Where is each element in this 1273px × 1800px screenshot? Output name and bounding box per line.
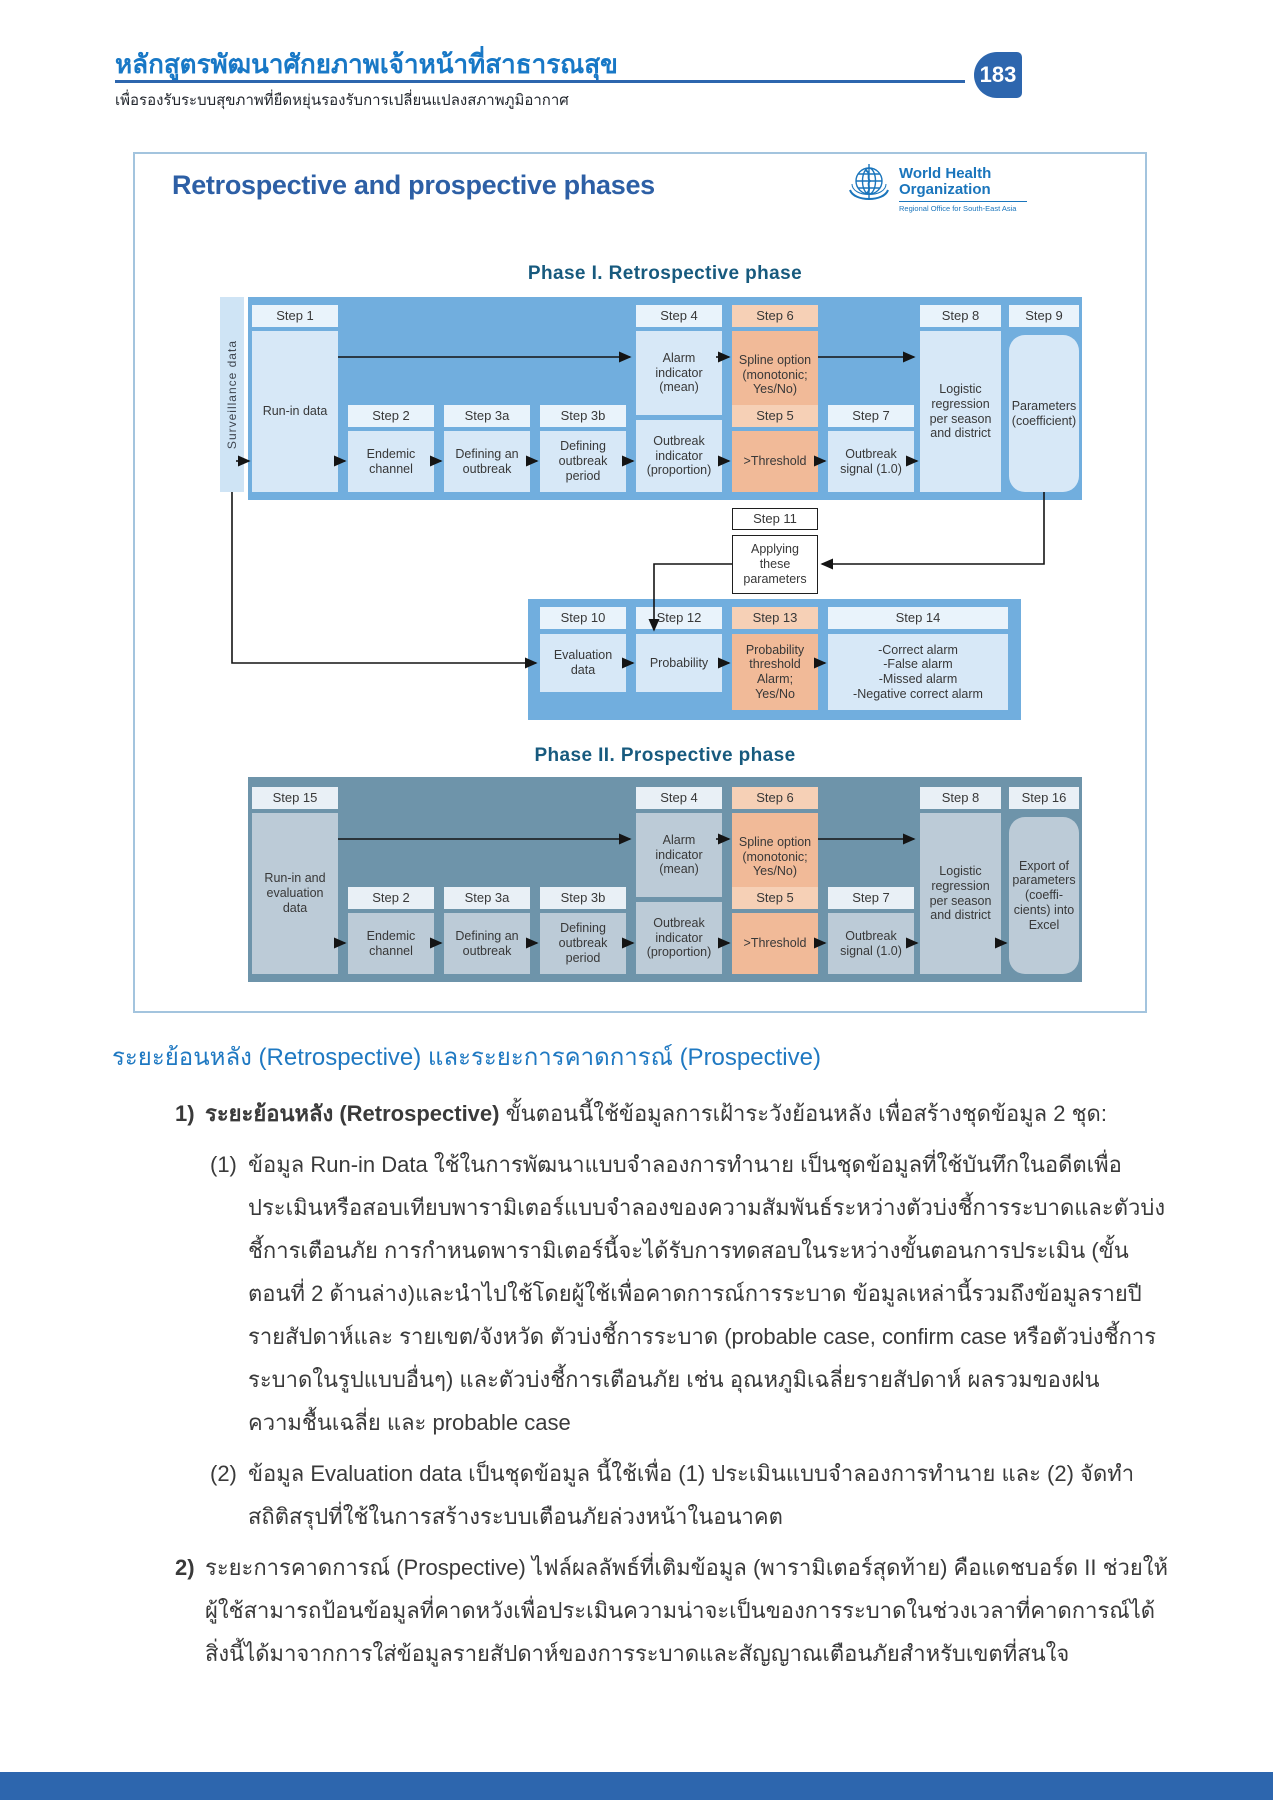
page-subtitle: เพื่อรองรับระบบสุขภาพที่ยืดหยุ่นรองรับกา… xyxy=(115,92,569,109)
surveillance-data-label: Surveillance data xyxy=(225,339,239,450)
item1-text: ระยะย้อนหลัง (Retrospective) ขั้นตอนนี้ใ… xyxy=(205,1092,1170,1135)
p2-outbreak-signal-box: Outbreak signal (1.0) xyxy=(828,913,914,974)
who-logo-block: World Health Organization Regional Offic… xyxy=(845,160,1027,213)
list-item-2: 2) ระยะการคาดการณ์ (Prospective) ไฟล์ผลล… xyxy=(112,1546,1170,1675)
who-name-line2: Organization xyxy=(899,181,991,198)
step16-header: Step 16 xyxy=(1009,787,1079,809)
probability-threshold-box: Probability threshold Alarm; Yes/No xyxy=(732,634,818,710)
footer-bar xyxy=(0,1772,1273,1800)
p2-defining-outbreak-period-box: Defining outbreak period xyxy=(540,913,626,974)
threshold-box: >Threshold xyxy=(732,431,818,492)
phase2-heading: Phase II. Prospective phase xyxy=(534,745,796,766)
p2-step6-header: Step 6 xyxy=(732,787,818,809)
list-item-1: 1) ระยะย้อนหลัง (Retrospective) ขั้นตอนน… xyxy=(112,1092,1170,1135)
step10-header: Step 10 xyxy=(540,607,626,629)
subitem2-text: ข้อมูล Evaluation data เป็นชุดข้อมูล นี้… xyxy=(248,1461,1135,1529)
endemic-channel-box: Endemic channel xyxy=(348,431,434,492)
p2-step3b-header: Step 3b xyxy=(540,887,626,909)
subitem2-number: (2) xyxy=(210,1461,237,1486)
who-office-label: Regional Office for South-East Asia xyxy=(899,204,1017,213)
list-subitem-2: (2) ข้อมูล Evaluation data เป็นชุดข้อมูล… xyxy=(112,1452,1170,1538)
figure-title: Retrospective and prospective phases xyxy=(172,170,655,200)
page-title: หลักสูตรพัฒนาศักยภาพเจ้าหน้าที่สาธารณสุข xyxy=(115,49,618,79)
applying-parameters-box: Applying these parameters xyxy=(732,535,818,594)
step5-header: Step 5 xyxy=(732,405,818,427)
alarm-outcomes-box: -Correct alarm -False alarm -Missed alar… xyxy=(828,634,1008,710)
step15-header: Step 15 xyxy=(252,787,338,809)
surveillance-data-column: Surveillance data xyxy=(220,297,244,492)
who-divider xyxy=(899,201,1027,202)
p2-step3a-header: Step 3a xyxy=(444,887,530,909)
parameters-box: Parameters (coefficient) xyxy=(1009,335,1079,492)
step3b-header: Step 3b xyxy=(540,405,626,427)
p2-step2-header: Step 2 xyxy=(348,887,434,909)
defining-outbreak-period-box: Defining outbreak period xyxy=(540,431,626,492)
step8-header: Step 8 xyxy=(920,305,1001,327)
item2-text: ระยะการคาดการณ์ (Prospective) ไฟล์ผลลัพธ… xyxy=(205,1555,1169,1666)
step6-header: Step 6 xyxy=(732,305,818,327)
export-parameters-box: Export of parameters (coeffi- cients) in… xyxy=(1009,817,1079,974)
logistic-regression-box: Logistic regression per season and distr… xyxy=(920,331,1001,492)
subitem1-text: ข้อมูล Run-in Data ใช้ในการพัฒนาแบบจำลอง… xyxy=(248,1152,1166,1435)
alarm-indicator-box: Alarm indicator (mean) xyxy=(636,331,722,415)
step12-header: Step 12 xyxy=(636,607,722,629)
step13-header: Step 13 xyxy=(732,607,818,629)
defining-outbreak-box: Defining an outbreak xyxy=(444,431,530,492)
p2-alarm-indicator-box: Alarm indicator (mean) xyxy=(636,813,722,897)
figure-frame: Retrospective and prospective phases Wor… xyxy=(133,152,1147,1013)
item1-lead: ระยะย้อนหลัง (Retrospective) xyxy=(205,1101,506,1126)
item2-number: 2) xyxy=(175,1555,195,1580)
page-number-badge: 183 xyxy=(974,52,1022,98)
p2-step7-header: Step 7 xyxy=(828,887,914,909)
p2-logistic-regression-box: Logistic regression per season and distr… xyxy=(920,813,1001,974)
spline-option-box: Spline option (monotonic; Yes/No) xyxy=(732,331,818,419)
outbreak-indicator-box: Outbreak indicator (proportion) xyxy=(636,420,722,492)
p2-defining-outbreak-box: Defining an outbreak xyxy=(444,913,530,974)
p2-outbreak-indicator-box: Outbreak indicator (proportion) xyxy=(636,902,722,974)
step14-header: Step 14 xyxy=(828,607,1008,629)
step9-header: Step 9 xyxy=(1009,305,1079,327)
run-in-data-box: Run-in data xyxy=(252,331,338,492)
list-subitem-1: (1) ข้อมูล Run-in Data ใช้ในการพัฒนาแบบจ… xyxy=(112,1143,1170,1444)
item1-number: 1) xyxy=(175,1101,195,1126)
p2-threshold-box: >Threshold xyxy=(732,913,818,974)
probability-box: Probability xyxy=(636,634,722,692)
step1-header: Step 1 xyxy=(252,305,338,327)
step3a-header: Step 3a xyxy=(444,405,530,427)
p2-step4-header: Step 4 xyxy=(636,787,722,809)
run-in-evaluation-data-box: Run-in and evaluation data xyxy=(252,813,338,974)
body-text: ระยะย้อนหลัง (Retrospective) และระยะการค… xyxy=(112,1040,1170,1683)
who-name-line1: World Health xyxy=(899,165,992,182)
item1-body: ขั้นตอนนี้ใช้ข้อมูลการเฝ้าระวังย้อนหลัง … xyxy=(505,1101,1107,1126)
section-heading: ระยะย้อนหลัง (Retrospective) และระยะการค… xyxy=(112,1044,821,1071)
p2-spline-option-box: Spline option (monotonic; Yes/No) xyxy=(732,813,818,901)
who-emblem-icon xyxy=(849,164,889,200)
evaluation-data-box: Evaluation data xyxy=(540,634,626,692)
header-rule xyxy=(115,80,965,83)
phase1-heading: Phase I. Retrospective phase xyxy=(527,263,803,284)
subitem1-number: (1) xyxy=(210,1152,237,1177)
p2-endemic-channel-box: Endemic channel xyxy=(348,913,434,974)
step11-header: Step 11 xyxy=(732,508,818,530)
step2-header: Step 2 xyxy=(348,405,434,427)
outbreak-signal-box: Outbreak signal (1.0) xyxy=(828,431,914,492)
step4-header: Step 4 xyxy=(636,305,722,327)
p2-step8-header: Step 8 xyxy=(920,787,1001,809)
p2-step5-header: Step 5 xyxy=(732,887,818,909)
step7-header: Step 7 xyxy=(828,405,914,427)
